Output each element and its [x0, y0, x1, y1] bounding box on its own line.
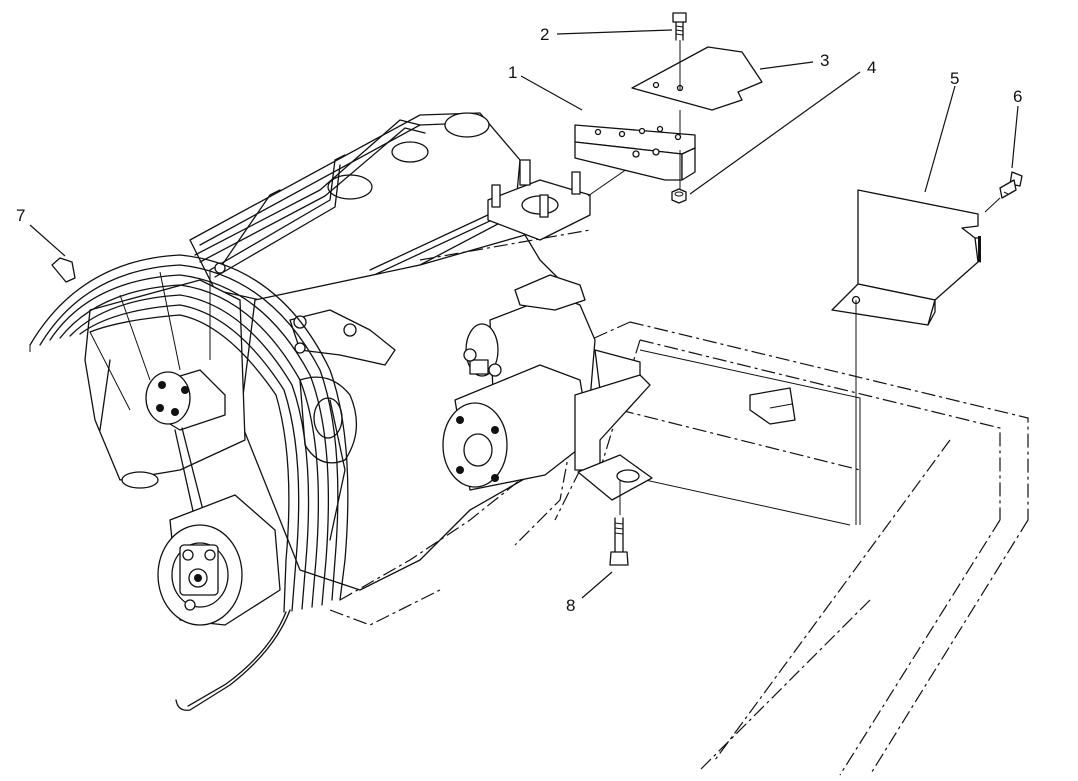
crankshaft-pulley [145, 369, 226, 431]
callout-1: 1 [508, 63, 517, 82]
callout-leaders [29, 29, 1019, 599]
callout-8: 8 [566, 596, 575, 615]
callout-4: 4 [867, 58, 876, 77]
part-3-plate [631, 46, 763, 111]
callout-2: 2 [540, 25, 549, 44]
starter-motor [442, 274, 596, 491]
part-8-bolt [609, 517, 629, 566]
water-pump-pulley [157, 494, 281, 626]
thermostat-housing [487, 159, 641, 241]
part-4-nut [671, 188, 687, 204]
frame-mount-tab [749, 387, 796, 425]
fan-belt [174, 399, 346, 541]
part-6-bolt [984, 171, 1023, 213]
part-2-bolt [672, 12, 687, 90]
engine-mount [574, 349, 653, 515]
callout-6: 6 [1013, 87, 1022, 106]
fan-guard [29, 254, 349, 711]
callout-7: 7 [16, 206, 25, 225]
callout-3: 3 [820, 51, 829, 70]
part-1-bracket [574, 110, 696, 190]
callout-5: 5 [950, 69, 959, 88]
part-5-bracket [831, 189, 981, 525]
